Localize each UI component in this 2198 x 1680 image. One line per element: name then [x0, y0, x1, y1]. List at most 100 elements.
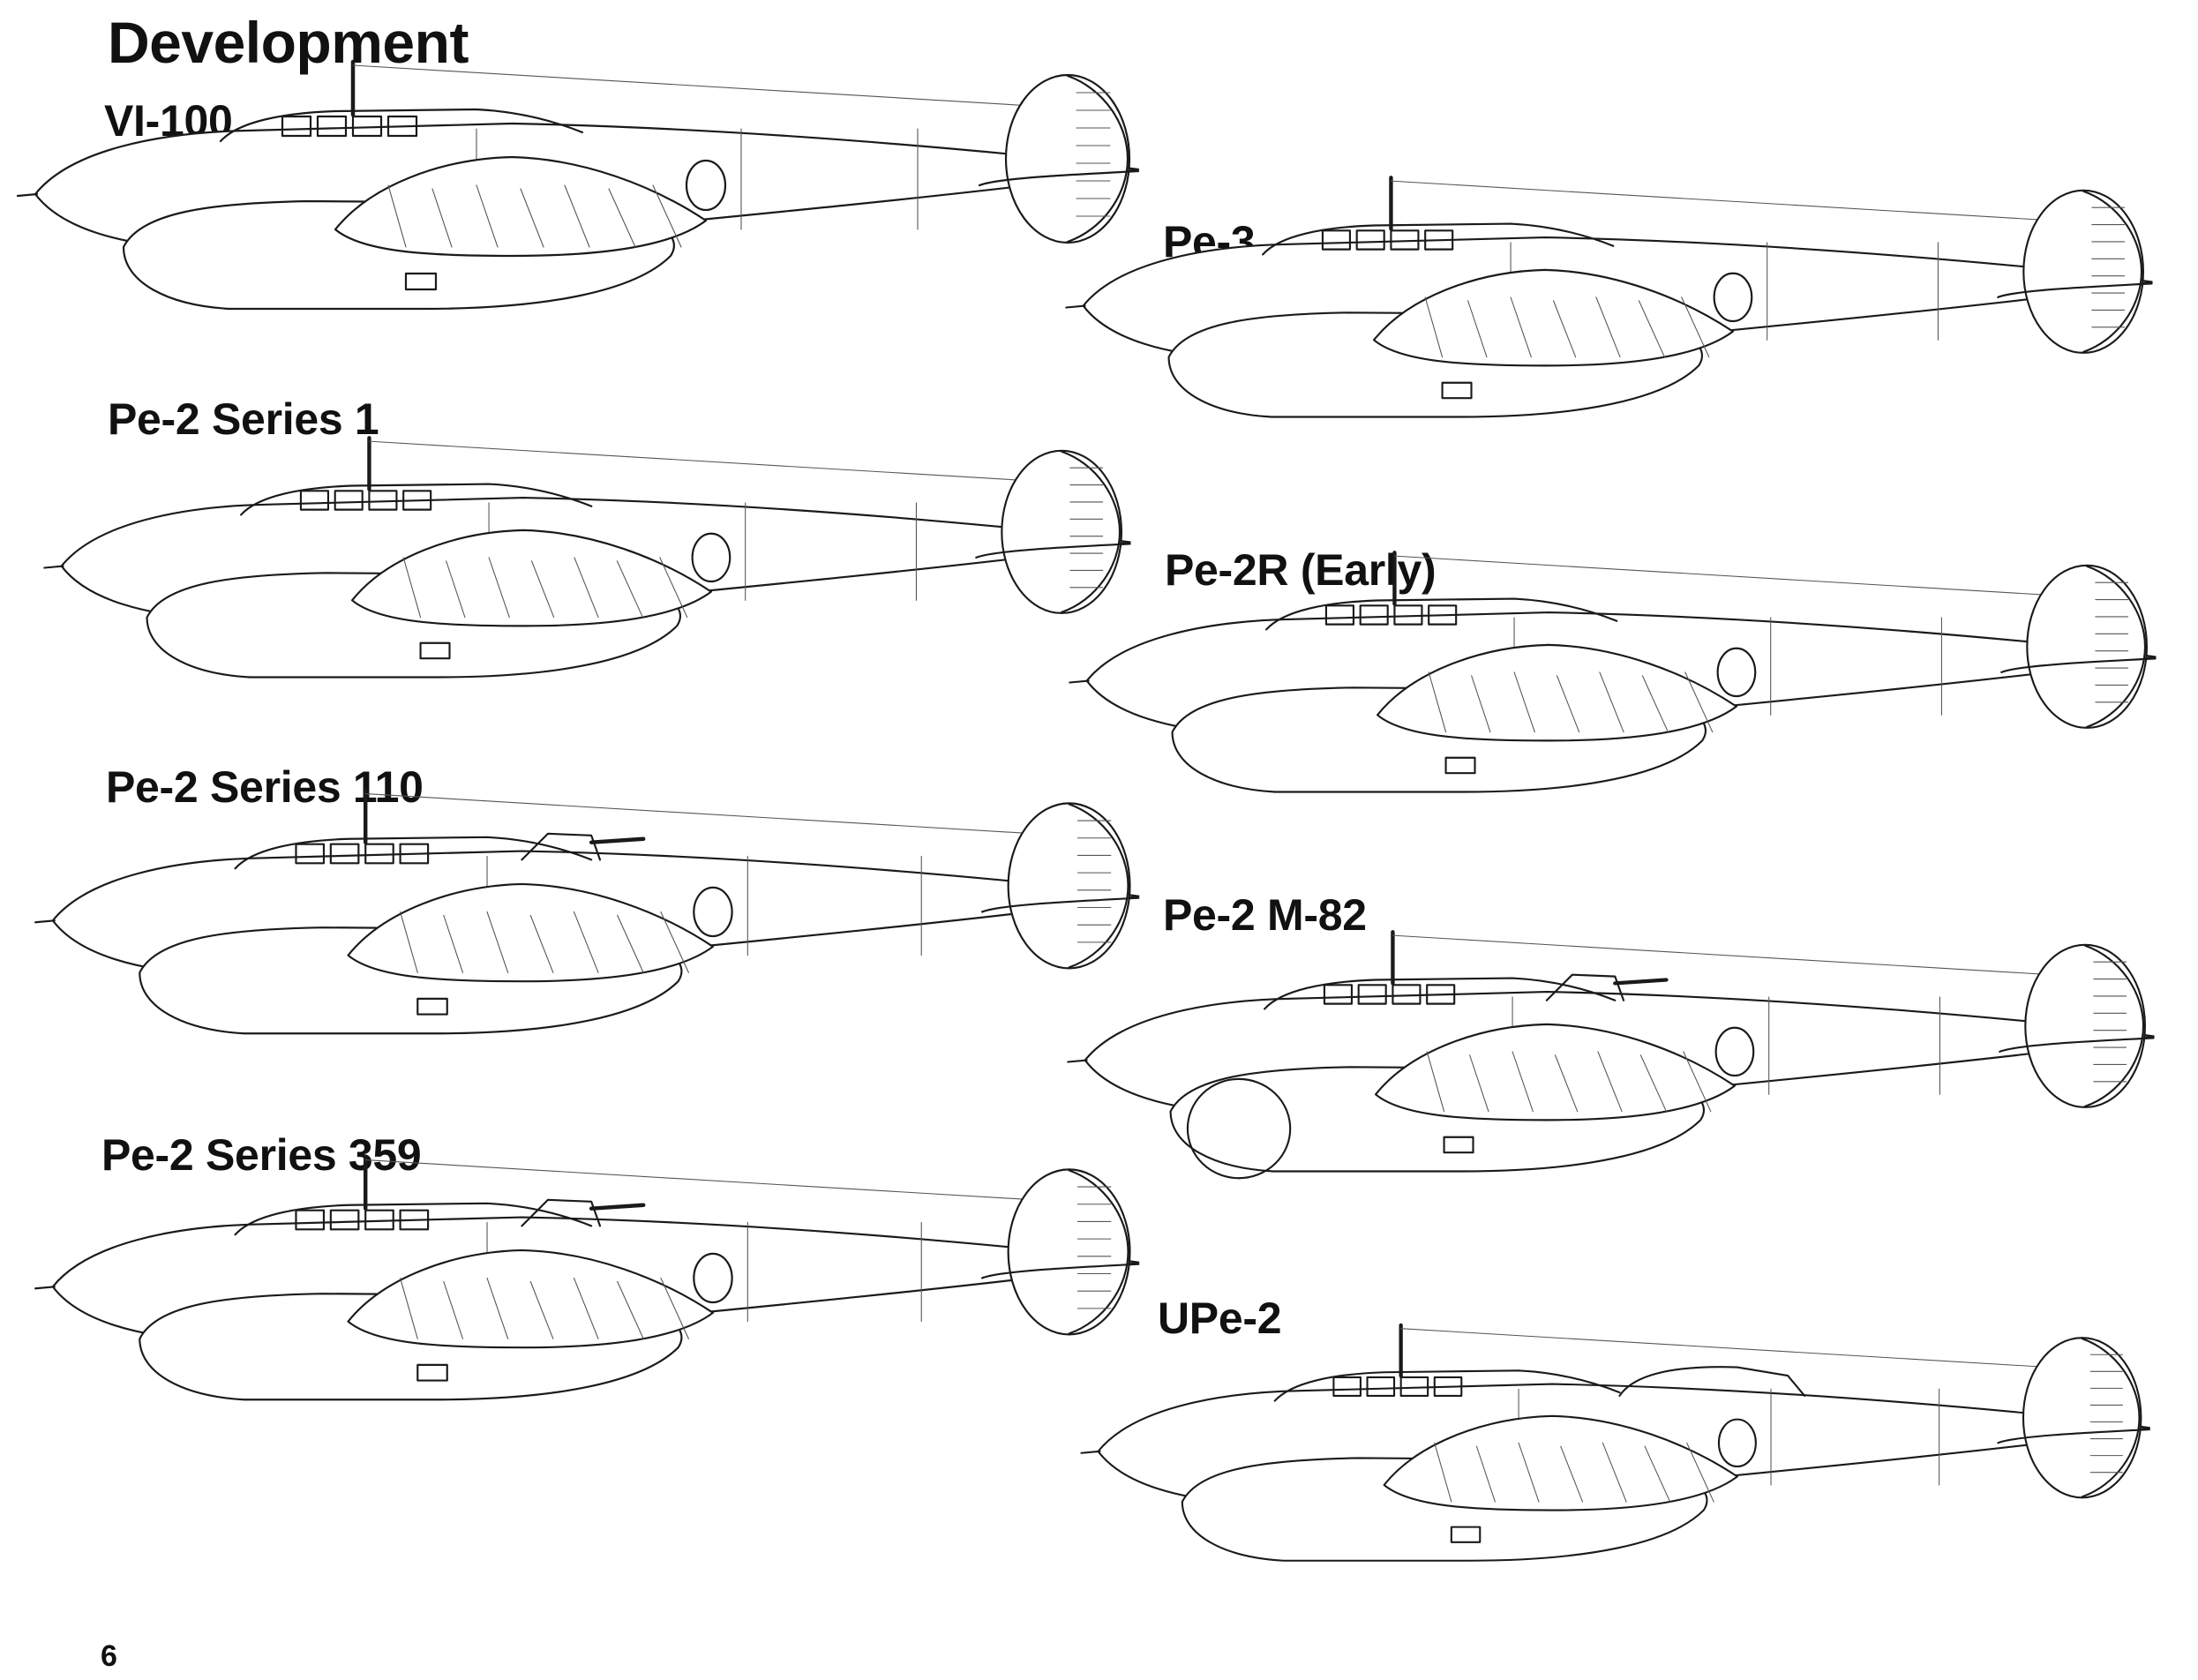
- canopy-panel: [368, 490, 398, 511]
- aerial-wire: [1390, 180, 2050, 221]
- wing-rib: [1638, 300, 1665, 358]
- canopy: [240, 483, 593, 516]
- canopy-panel: [1366, 1376, 1396, 1397]
- canopy-panel: [1433, 1376, 1463, 1397]
- wing: [350, 529, 713, 627]
- drawing-pe-2r-early: [1069, 551, 2157, 793]
- canopy-panel: [1359, 604, 1389, 626]
- label-pe-2r-early: Pe-2R (Early): [1165, 545, 1437, 595]
- wing-rib: [1560, 1445, 1584, 1503]
- turret-gun: [589, 1203, 646, 1211]
- wing-rib: [529, 1280, 554, 1339]
- wing: [1383, 1414, 1738, 1511]
- wing-rib: [1434, 1442, 1452, 1503]
- aerial-wire: [1393, 555, 2053, 596]
- wing-rib: [1475, 1445, 1496, 1503]
- canopy-panel: [334, 490, 364, 511]
- turret-gun: [1613, 978, 1669, 986]
- canopy-panel: [1332, 1376, 1362, 1397]
- wing-rib: [1428, 671, 1447, 733]
- wing-rib: [402, 557, 422, 619]
- drawing-pe-2-m-82: [1067, 930, 2155, 1180]
- canopy-panel: [295, 1209, 326, 1231]
- canopy: [219, 108, 584, 143]
- nose-gun: [34, 1286, 56, 1290]
- canopy-panel: [399, 1209, 430, 1231]
- wing-rib: [616, 560, 643, 619]
- aerial-wire: [364, 1159, 1035, 1201]
- wing-rib: [431, 188, 453, 248]
- exhaust: [1444, 756, 1476, 775]
- drawing-pe-2-series-110: [34, 788, 1140, 1035]
- canopy-panel: [1321, 229, 1352, 251]
- fuselage-roundel: [691, 532, 731, 583]
- canopy-panel: [364, 1209, 394, 1231]
- wing-rib: [1512, 1051, 1534, 1113]
- canopy-panel: [386, 115, 418, 138]
- label-pe-2-series-110: Pe-2 Series 110: [106, 762, 424, 812]
- wing-rib: [617, 914, 644, 973]
- wing-rib: [1595, 296, 1621, 358]
- canopy-panel: [351, 115, 383, 138]
- label-pe-2-m-82: Pe-2 M-82: [1163, 890, 1367, 940]
- wing-rib: [1681, 296, 1710, 358]
- instructor-cockpit: [1618, 1366, 1806, 1397]
- drawing-pe-2-series-1: [43, 436, 1131, 679]
- wing-rib: [564, 184, 590, 248]
- wing-rib: [1644, 1445, 1671, 1503]
- drawing-pe-2-series-359: [34, 1154, 1140, 1401]
- wing-rib: [1554, 1054, 1579, 1113]
- wing: [334, 155, 708, 258]
- canopy-panel: [364, 843, 394, 865]
- fuselage-roundel: [685, 159, 727, 212]
- wing: [1374, 1023, 1737, 1121]
- wing-rib: [617, 1280, 644, 1339]
- wing-rib: [1684, 671, 1714, 733]
- exhaust: [1441, 381, 1473, 400]
- turret-gun: [589, 836, 646, 844]
- tail-fin: [2022, 1337, 2142, 1499]
- wing-rib: [530, 560, 555, 619]
- canopy-panel: [329, 1209, 360, 1231]
- wing-rib: [520, 188, 544, 248]
- wing-rib: [476, 184, 499, 248]
- wing-rib: [1518, 1442, 1540, 1503]
- nose-gun: [1067, 1059, 1088, 1063]
- canopy: [1273, 1369, 1621, 1402]
- wing-rib: [608, 188, 636, 248]
- rear-turret: [521, 832, 602, 861]
- tail-fin: [2026, 564, 2149, 729]
- wing-rib: [1641, 675, 1669, 733]
- wing-rib: [1552, 300, 1577, 358]
- tailplane: [975, 543, 1131, 559]
- wing-rib: [1510, 296, 1532, 358]
- canopy-panel: [1399, 1376, 1429, 1397]
- nose-gun: [16, 192, 39, 198]
- canopy-panel: [316, 115, 348, 138]
- label-pe-2-series-359: Pe-2 Series 359: [101, 1130, 422, 1180]
- wing-rib: [1513, 671, 1535, 733]
- wing: [347, 1249, 715, 1349]
- exhaust: [1443, 1136, 1474, 1154]
- wing-rib: [1471, 675, 1491, 733]
- wing-rib: [1683, 1051, 1712, 1113]
- wing-rib: [443, 1280, 464, 1339]
- aerial-wire: [352, 64, 1033, 107]
- aerial-wire: [1392, 934, 2052, 976]
- tail-fin: [1007, 802, 1131, 970]
- nose-gun: [1069, 679, 1090, 684]
- wing-rib: [573, 1277, 599, 1339]
- nose-gun: [1080, 1450, 1101, 1454]
- wing-rib: [1686, 1442, 1714, 1503]
- wing-rib: [387, 184, 407, 248]
- wing-rib: [573, 911, 599, 973]
- wing-rib: [1467, 300, 1488, 358]
- exhaust: [404, 272, 438, 291]
- canopy: [234, 836, 593, 870]
- wing-rib: [488, 557, 510, 619]
- wing-rib: [1424, 296, 1444, 358]
- canopy-panel: [402, 490, 432, 511]
- radial-cowling: [1186, 1077, 1292, 1180]
- aerial-wire: [364, 793, 1035, 835]
